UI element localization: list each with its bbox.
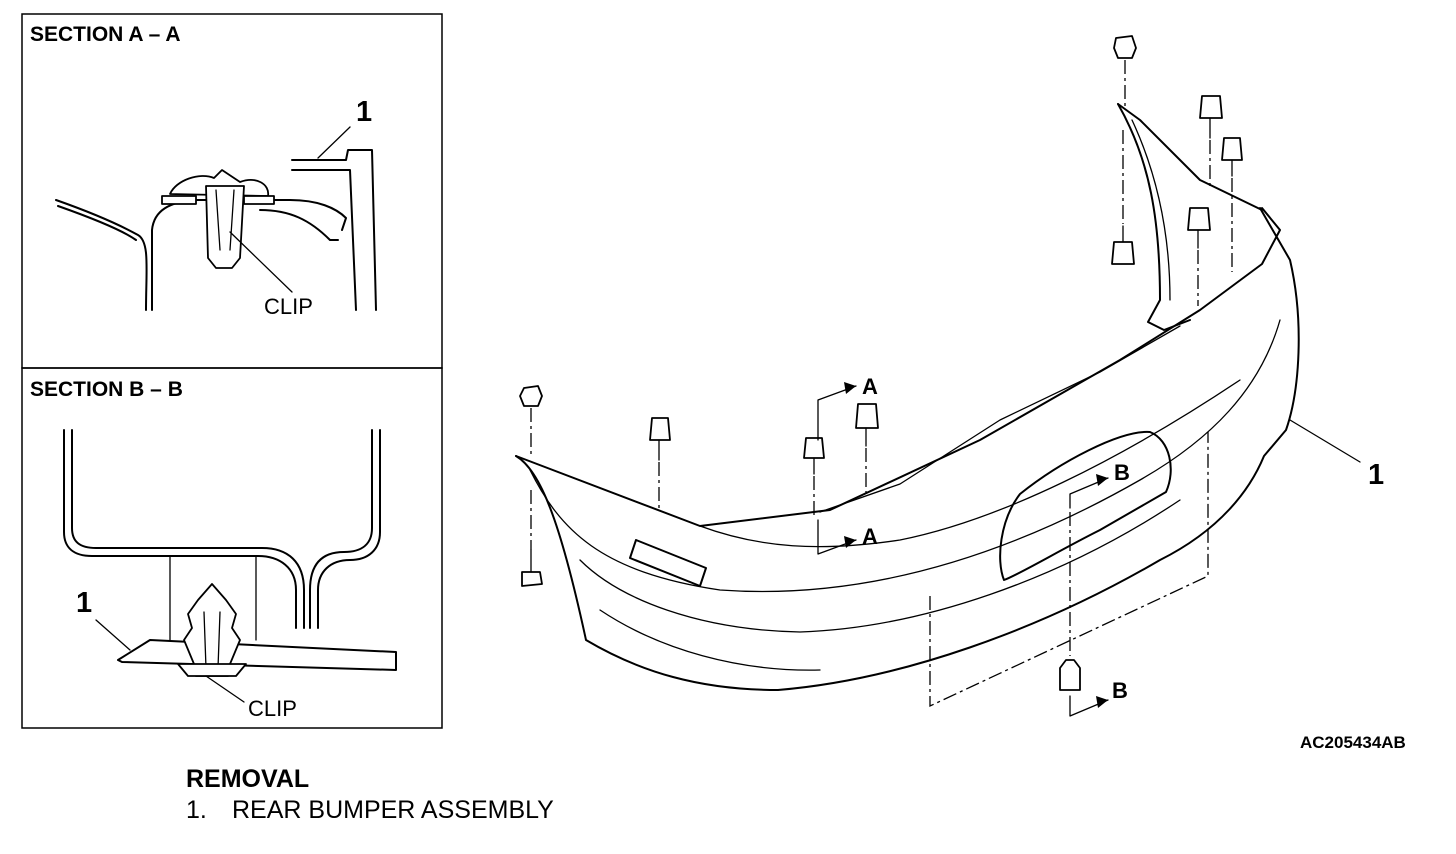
section-b-panel: SECTION B – B 1 CLIP <box>21 367 443 729</box>
section-b-marker-lower <box>1069 695 1109 717</box>
push-clip-left <box>519 385 543 456</box>
main-callout-1: 1 <box>1368 459 1384 491</box>
legend-item: 1. REAR BUMPER ASSEMBLY <box>186 794 554 826</box>
section-a-clip <box>161 169 275 269</box>
section-b-clip-label: CLIP <box>248 696 297 721</box>
legend-item-number: 1. <box>186 796 207 824</box>
legend-item-label: REAR BUMPER ASSEMBLY <box>232 796 554 824</box>
section-a-panel: SECTION A – A 1 CLIP <box>21 13 443 369</box>
legend-title: REMOVAL <box>186 765 310 793</box>
bolt-right-3 <box>1187 207 1211 306</box>
marker-a-lower-label: A <box>862 524 878 549</box>
bolt-right-1 <box>1199 95 1223 186</box>
section-b-clip <box>177 583 247 677</box>
bolt-right-lower <box>1111 130 1135 265</box>
section-b-callout: 1 <box>76 587 92 619</box>
bolt-upper-2 <box>803 437 825 516</box>
marker-b-lower-label: B <box>1112 678 1128 703</box>
locator-lines <box>929 432 1209 708</box>
section-a-title: SECTION A – A <box>30 23 181 46</box>
section-a-marker-lower <box>817 519 857 555</box>
push-clip-right <box>1113 35 1137 106</box>
bolt-right-2 <box>1221 137 1243 272</box>
rear-bumper-illustration <box>515 103 1361 691</box>
section-b-title: SECTION B – B <box>30 378 183 401</box>
section-a-callout: 1 <box>356 96 372 128</box>
reference-code: AC205434AB <box>1300 733 1406 752</box>
removal-legend: REMOVAL 1. REAR BUMPER ASSEMBLY <box>186 764 554 826</box>
clip-bottom <box>1059 512 1081 691</box>
section-b-marker-upper <box>1069 474 1109 509</box>
section-a-marker-upper <box>817 382 857 441</box>
bolt-upper-1 <box>649 417 671 512</box>
marker-b-upper-label: B <box>1114 460 1130 485</box>
bolt-left-lower <box>521 490 543 587</box>
marker-a-upper-label: A <box>862 374 878 399</box>
bolt-upper-3 <box>855 403 879 494</box>
section-a-clip-label: CLIP <box>264 294 313 319</box>
